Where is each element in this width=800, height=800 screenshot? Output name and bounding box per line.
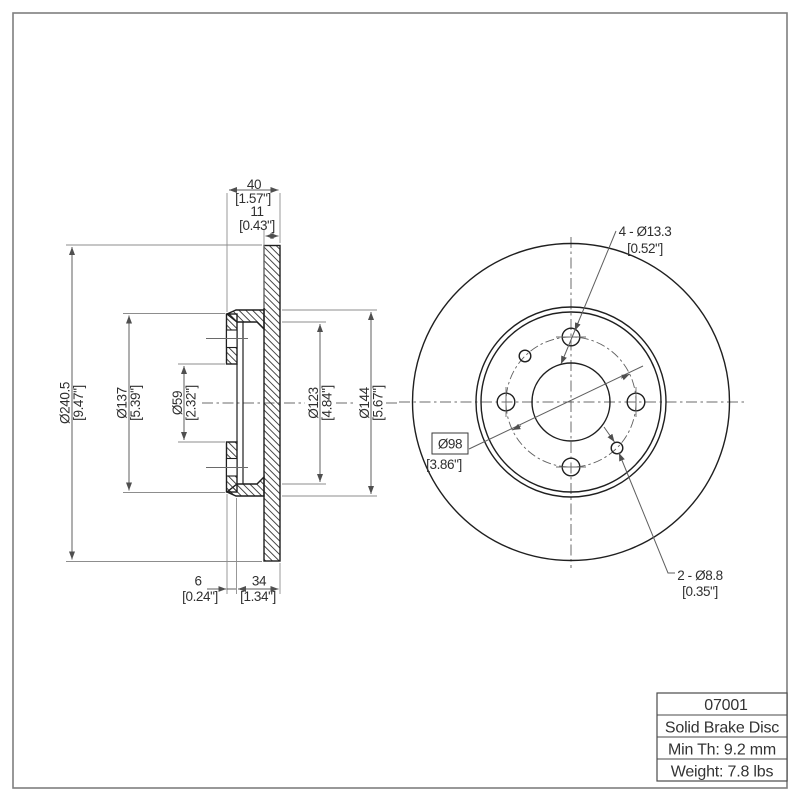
pin-hole-lower-right	[610, 441, 624, 455]
section-bottom-labels: 6 [0.24"] 34 [1.34"]	[182, 574, 276, 605]
pin-hole-upper-left	[518, 349, 532, 363]
section-top-labels: 40 [1.57"] 11 [0.43"]	[235, 177, 275, 233]
disc-band-section	[263, 244, 281, 562]
bolt-circle-label-box	[431, 432, 469, 455]
dim-hat-id-mm: Ø123	[306, 387, 321, 418]
section-dim-labels: Ø240.5 [9.47"] Ø137 [5.39"] Ø59 [2.32"] …	[58, 382, 386, 424]
dim-flange-thickness-in: [0.24"]	[182, 589, 218, 604]
dim-bolt-holes-in: [0.52"]	[627, 241, 663, 256]
bolt-hole-leader: 4 - Ø13.3 [0.52"]	[560, 224, 672, 365]
dim-flange-od-in: [5.39"]	[128, 385, 143, 421]
part-number: 07001	[704, 697, 748, 714]
dim-bore-in: [2.32"]	[184, 385, 199, 421]
front-hole-ticks	[505, 336, 637, 468]
dim-od-in: [9.47"]	[71, 385, 86, 421]
section-dimension-lines	[69, 187, 374, 592]
weight: Weight: 7.8 lbs	[671, 764, 774, 781]
pin-hole-leader: 2 - Ø8.8 [0.35"]	[603, 426, 723, 599]
dim-bore-mm: Ø59	[170, 391, 185, 415]
front-view: 4 - Ø13.3 [0.52"] Ø98 [3.86"] 2 - Ø8.8 […	[399, 224, 744, 599]
min-thickness: Min Th: 9.2 mm	[668, 742, 776, 759]
front-centerlines	[399, 237, 744, 568]
dim-flange-thickness-mm: 6	[194, 574, 201, 589]
section-extension-lines	[66, 193, 377, 594]
title-block: 07001 Solid Brake Disc Min Th: 9.2 mm We…	[656, 692, 788, 782]
dim-hat-od-in: [5.67"]	[371, 385, 386, 421]
dim-pin-holes-in: [0.35"]	[682, 584, 718, 599]
section-cut-geometry	[225, 244, 281, 562]
disc-outer-circle	[411, 242, 731, 562]
section-view: Ø240.5 [9.47"] Ø137 [5.39"] Ø59 [2.32"] …	[58, 177, 398, 605]
dim-hat-depth-mm: 34	[252, 574, 267, 589]
dim-pin-holes-label: 2 - Ø8.8	[677, 568, 723, 583]
dim-hat-od-mm: Ø144	[357, 386, 372, 418]
flange-outer-circle	[480, 311, 662, 493]
dim-hat-id-in: [4.84"]	[320, 385, 335, 421]
dim-od-mm: Ø240.5	[58, 382, 73, 424]
dim-flange-od-mm: Ø137	[115, 387, 130, 418]
dim-bolt-holes-label: 4 - Ø13.3	[619, 224, 672, 239]
bolt-circle-leader: Ø98 [3.86"]	[426, 365, 644, 472]
dim-bolt-circle-label: Ø98	[438, 437, 462, 452]
dim-hat-depth-in: [1.34"]	[240, 589, 276, 604]
dim-disc-thickness-mm: 11	[250, 204, 263, 219]
section-hole-centermarks	[206, 338, 248, 468]
dim-bolt-circle-in: [3.86"]	[426, 457, 462, 472]
dim-overall-width-mm: 40	[247, 177, 261, 192]
dim-disc-thickness-in: [0.43"]	[239, 218, 275, 233]
dim-overall-width-in: [1.57"]	[235, 191, 271, 206]
hat-outer-circle	[475, 306, 667, 498]
center-bore-circle	[531, 362, 611, 442]
product-name: Solid Brake Disc	[665, 720, 779, 737]
drawing-frame	[12, 12, 788, 789]
